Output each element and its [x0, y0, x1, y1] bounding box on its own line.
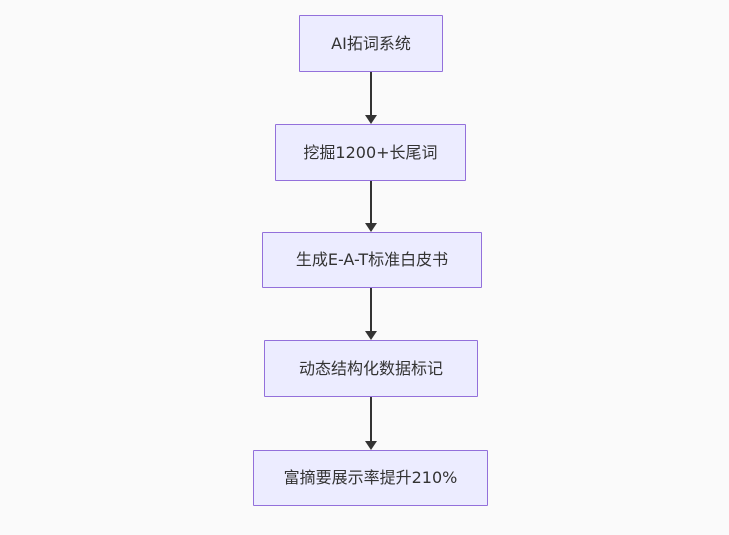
- flow-node-label: 富摘要展示率提升210%: [283, 468, 458, 488]
- flow-arrow-c-d: [365, 288, 377, 340]
- flow-node-rich-snippet-result: 富摘要展示率提升210%: [253, 450, 488, 506]
- flow-node-label: 动态结构化数据标记: [298, 358, 443, 378]
- flow-node-label: 生成E-A-T标准白皮书: [295, 250, 449, 270]
- flow-arrow-b-c: [365, 181, 377, 232]
- flow-node-label: AI拓词系统: [331, 33, 411, 53]
- flow-node-longtail-mining: 挖掘1200+长尾词: [275, 124, 466, 181]
- flow-arrow-d-e: [365, 397, 377, 450]
- flow-node-ai-keyword-system: AI拓词系统: [299, 15, 443, 72]
- flow-node-eat-whitepaper: 生成E-A-T标准白皮书: [262, 232, 482, 288]
- flow-arrow-a-b: [365, 72, 377, 124]
- flow-node-structured-data-markup: 动态结构化数据标记: [264, 340, 478, 397]
- flow-node-label: 挖掘1200+长尾词: [303, 142, 438, 162]
